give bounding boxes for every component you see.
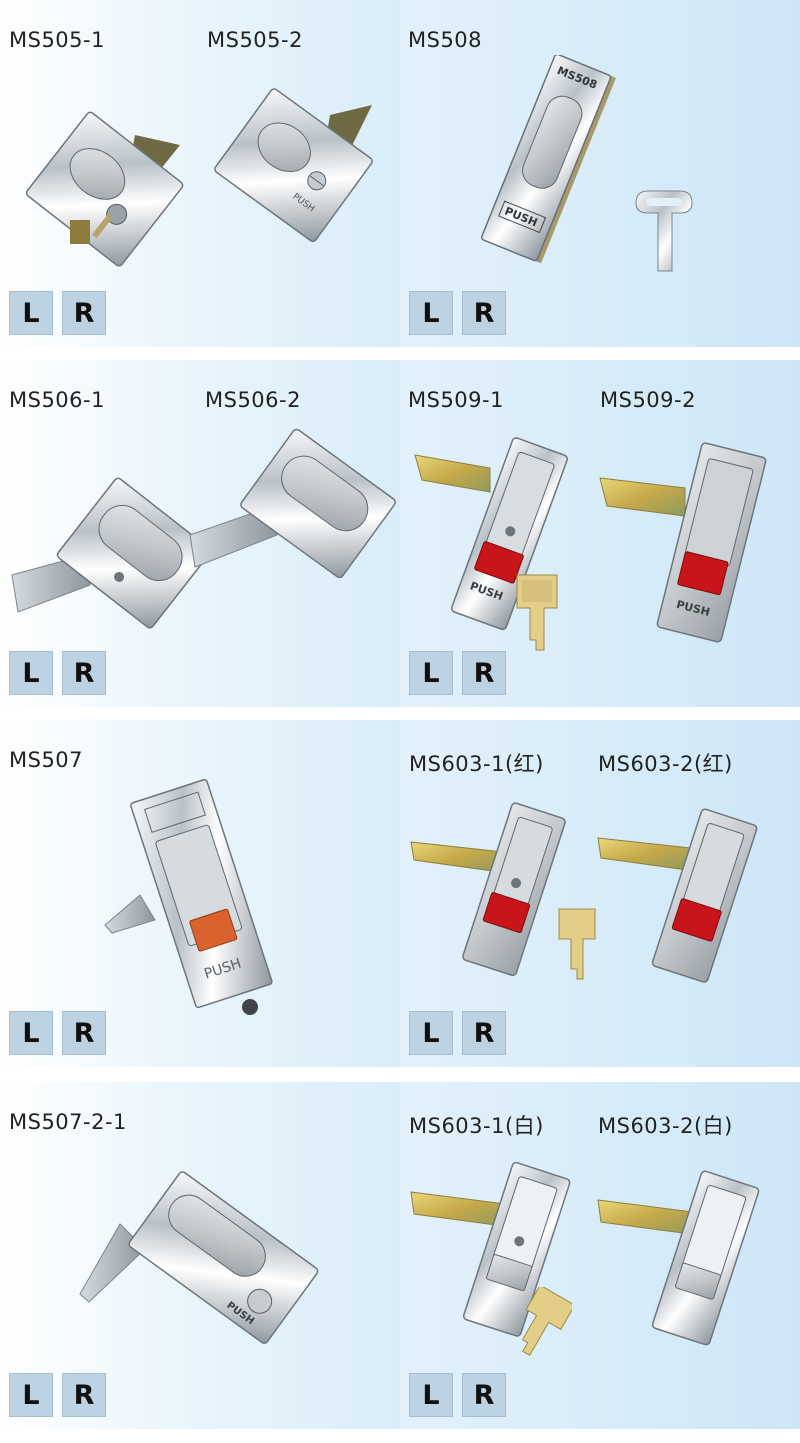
left-hand-button[interactable]: L <box>9 1011 53 1055</box>
product-label: MS509-1 <box>408 388 504 412</box>
product-label: MS603-1(红) <box>409 752 544 776</box>
product-label: MS505-1 <box>9 28 105 52</box>
right-hand-button[interactable]: R <box>462 291 506 335</box>
right-hand-button[interactable]: R <box>62 651 106 695</box>
left-hand-button[interactable]: L <box>409 651 453 695</box>
panel-ms506: MS506-1 MS506-2 L R <box>0 360 400 707</box>
left-hand-button[interactable]: L <box>409 291 453 335</box>
orientation-selector: L R <box>9 1373 106 1417</box>
orientation-selector: L R <box>409 1011 506 1055</box>
key-icon <box>555 905 600 985</box>
lock-image-ms603-2-white <box>595 1170 760 1350</box>
lock-image-ms505-1 <box>10 100 190 290</box>
product-label: MS603-1(白) <box>409 1114 544 1138</box>
lock-image-ms509-1: PUSH <box>410 430 575 640</box>
panel-ms603-red: MS603-1(红) MS603-2(红) <box>400 720 800 1067</box>
panel-ms505: MS505-1 MS505-2 <box>0 0 400 347</box>
product-label: MS505-2 <box>207 28 303 52</box>
lock-image-ms507-2-1: PUSH <box>75 1154 330 1364</box>
orientation-selector: L R <box>9 651 106 695</box>
product-label: MS508 <box>408 28 483 52</box>
panel-ms507: MS507 PUSH L R <box>0 720 400 1067</box>
lock-image-ms509-2: PUSH <box>595 438 775 648</box>
product-label: MS507 <box>9 748 84 772</box>
lock-image-ms603-1-white <box>408 1162 573 1342</box>
product-label: MS506-1 <box>9 388 105 412</box>
right-hand-button[interactable]: R <box>462 1373 506 1417</box>
product-label: MS603-2(白) <box>598 1114 733 1138</box>
lock-image-ms603-1-red <box>408 800 568 980</box>
lock-image-ms506-2 <box>185 415 400 585</box>
right-hand-button[interactable]: R <box>462 1011 506 1055</box>
product-label: MS506-2 <box>205 388 301 412</box>
lock-image-ms508: MS508 PUSH <box>475 55 675 280</box>
product-label: MS509-2 <box>600 388 696 412</box>
right-hand-button[interactable]: R <box>462 651 506 695</box>
product-label: MS603-2(红) <box>598 752 733 776</box>
orientation-selector: L R <box>409 291 506 335</box>
orientation-selector: L R <box>9 291 106 335</box>
left-hand-button[interactable]: L <box>409 1373 453 1417</box>
panel-ms508: MS508 MS508 PUSH L R <box>400 0 800 347</box>
left-hand-button[interactable]: L <box>9 291 53 335</box>
lock-image-ms603-2-red <box>595 808 760 988</box>
lock-image-ms505-2: PUSH <box>200 75 380 265</box>
key-icon <box>512 570 562 655</box>
left-hand-button[interactable]: L <box>409 1011 453 1055</box>
orientation-selector: L R <box>409 651 506 695</box>
right-hand-button[interactable]: R <box>62 1373 106 1417</box>
key-icon <box>628 185 703 280</box>
panel-ms603-white: MS603-1(白) MS603-2(白) <box>400 1082 800 1429</box>
key-icon <box>512 1287 572 1362</box>
right-hand-button[interactable]: R <box>62 1011 106 1055</box>
product-label: MS507-2-1 <box>9 1110 127 1134</box>
left-hand-button[interactable]: L <box>9 651 53 695</box>
lock-image-ms506-1 <box>10 460 215 640</box>
lock-image-ms507: PUSH <box>100 775 310 1020</box>
right-hand-button[interactable]: R <box>62 291 106 335</box>
panel-ms507-2-1: MS507-2-1 PUSH L R <box>0 1082 400 1429</box>
panel-ms509: MS509-1 MS509-2 PUSH <box>400 360 800 707</box>
left-hand-button[interactable]: L <box>9 1373 53 1417</box>
orientation-selector: L R <box>9 1011 106 1055</box>
orientation-selector: L R <box>409 1373 506 1417</box>
